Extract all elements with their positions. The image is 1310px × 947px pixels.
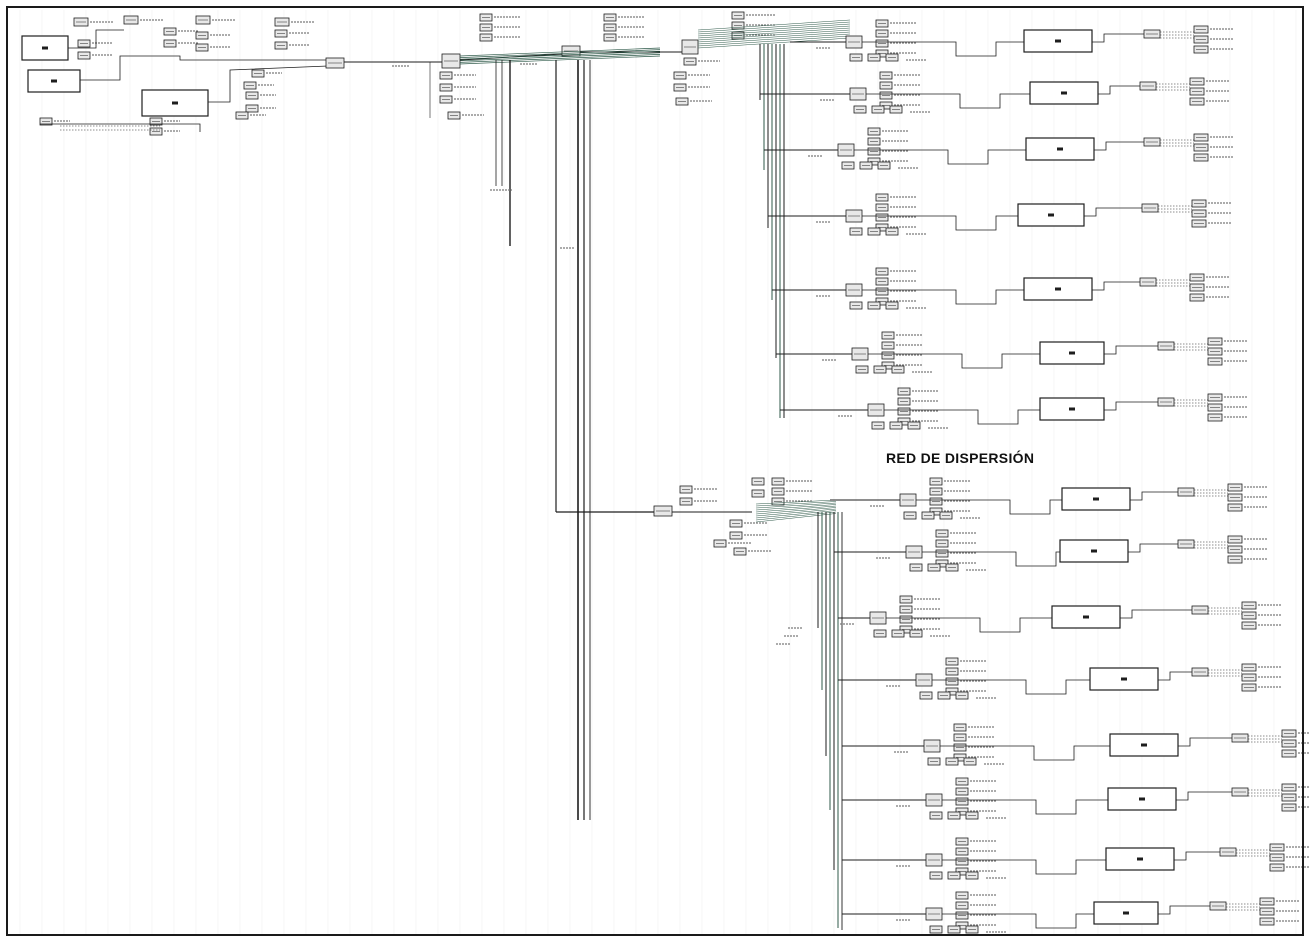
connector-line [1158,906,1210,914]
subsystem-mark [1091,550,1097,553]
bus-line [460,51,660,59]
bus-line [698,20,850,30]
connector-line [1120,610,1192,618]
subsystem-mark [1093,498,1099,501]
subsystem-mark [1069,408,1075,411]
connector-line [1098,86,1140,94]
subsystem-mark [42,47,48,50]
connector-line [1092,34,1144,42]
bus-line [698,28,850,38]
subsystem-mark [51,80,57,83]
connector-line [1104,402,1158,410]
connector-line [1128,544,1178,552]
connector-line [1174,852,1220,860]
subsystem-mark [1137,858,1143,861]
diagram-title: RED DE DISPERSIÓN [886,450,1034,466]
connector-line [1130,492,1178,500]
subsystem-mark [1139,798,1145,801]
bus-line [460,50,660,58]
subsystem-mark [1083,616,1089,619]
connector-line [1084,208,1142,216]
subsystem-mark [1055,40,1061,43]
connector-line [1158,672,1192,680]
subsystem-mark [1123,912,1129,915]
subsystem-mark [1141,744,1147,747]
bus-line [698,22,850,32]
subsystem-mark [1048,214,1054,217]
connector-line [68,30,124,48]
connector-line [208,66,328,102]
bus-line [460,56,660,64]
connector-line [80,56,328,80]
connector-line [1104,346,1158,354]
bus-line [698,38,850,48]
subsystem-mark [1069,352,1075,355]
bus-line [698,30,850,40]
connector-line [1094,142,1144,150]
connector-line [1092,282,1140,290]
subsystem-mark [1061,92,1067,95]
subsystem-mark [1121,678,1127,681]
subsystem-mark [1055,288,1061,291]
connector-line [1176,792,1232,800]
bus-line [698,32,850,42]
subsystem-mark [172,102,178,105]
bus-line [698,36,850,46]
subsystem-mark [1057,148,1063,151]
